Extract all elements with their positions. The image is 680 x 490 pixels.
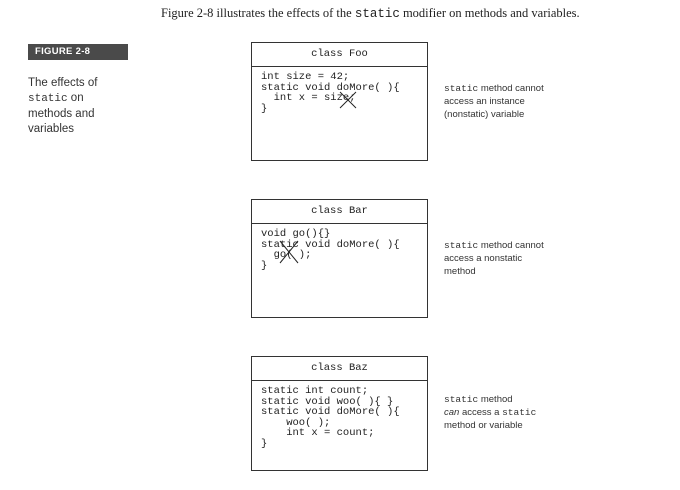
figure-caption: The effects of static on methods and var…: [28, 76, 138, 137]
note-keyword: static: [444, 83, 479, 94]
code-line: }: [261, 102, 268, 115]
note-emphasis: can: [444, 407, 460, 418]
code-line: static void doMore( ){: [261, 238, 400, 251]
code-line: }: [261, 259, 268, 272]
panel-foo-note: static method cannot access an instance …: [444, 82, 584, 121]
code-line: void go(){}: [261, 228, 331, 240]
code-line: int size = 42;: [261, 71, 350, 83]
caption-line-2-tail: on: [67, 92, 84, 104]
panel-baz: class Baz static int count;static void w…: [251, 356, 428, 471]
panel-bar-note: static method cannot access a nonstatic …: [444, 239, 584, 278]
intro-sentence: Figure 2-8 illustrates the effects of th…: [161, 6, 580, 21]
code-line: static void doMore( ){: [261, 406, 400, 418]
code-line: woo( );: [261, 416, 331, 429]
code-line: go( );: [273, 249, 312, 261]
code-line: }: [261, 437, 268, 450]
note-text: access a: [459, 407, 503, 418]
note-text: method: [478, 394, 513, 405]
cross-out-mark: [339, 91, 357, 109]
intro-text-before: Figure 2-8 illustrates the effects of th…: [161, 6, 355, 20]
caption-line-1: The effects of: [28, 77, 98, 89]
note-text: (nonstatic) variable: [444, 109, 525, 120]
note-keyword: static: [502, 407, 537, 418]
code-line: static void doMore( ){: [261, 81, 400, 94]
panel-baz-note: static method can access a static method…: [444, 393, 584, 432]
panel-foo: class Foo int size = 42;static void doMo…: [251, 42, 428, 161]
panel-bar: class Bar void go(){}static void doMore(…: [251, 199, 428, 318]
panel-baz-header: class Baz: [252, 357, 427, 381]
panel-foo-header: class Foo: [252, 43, 427, 67]
intro-text-after: modifier on methods and variables.: [399, 6, 580, 20]
note-text: method: [444, 266, 476, 277]
panel-baz-code: static int count;static void woo( ){ }st…: [252, 381, 427, 449]
note-text: method cannot: [478, 83, 544, 94]
caption-line-3: methods and: [28, 108, 95, 120]
intro-keyword: static: [354, 7, 400, 21]
note-text: access an instance: [444, 96, 525, 107]
panel-foo-code: int size = 42;static void doMore( ){ int…: [252, 67, 427, 114]
code-line: static int count;: [261, 385, 369, 397]
cross-out-mark: [279, 240, 299, 264]
note-keyword: static: [444, 240, 479, 251]
note-text: method or variable: [444, 420, 523, 431]
caption-keyword: static: [28, 93, 68, 105]
figure-badge: FIGURE 2-8: [28, 44, 128, 60]
panel-bar-header: class Bar: [252, 200, 427, 224]
panel-bar-code: void go(){}static void doMore( ){ go( );…: [252, 224, 427, 271]
note-text: method cannot: [478, 240, 544, 251]
note-text: access a nonstatic: [444, 253, 523, 264]
caption-line-4: variables: [28, 123, 75, 135]
code-line: int x = size;: [261, 92, 356, 104]
code-line: static void woo( ){ }: [261, 395, 394, 408]
note-keyword: static: [444, 394, 479, 405]
code-line: int x = count;: [261, 427, 375, 439]
